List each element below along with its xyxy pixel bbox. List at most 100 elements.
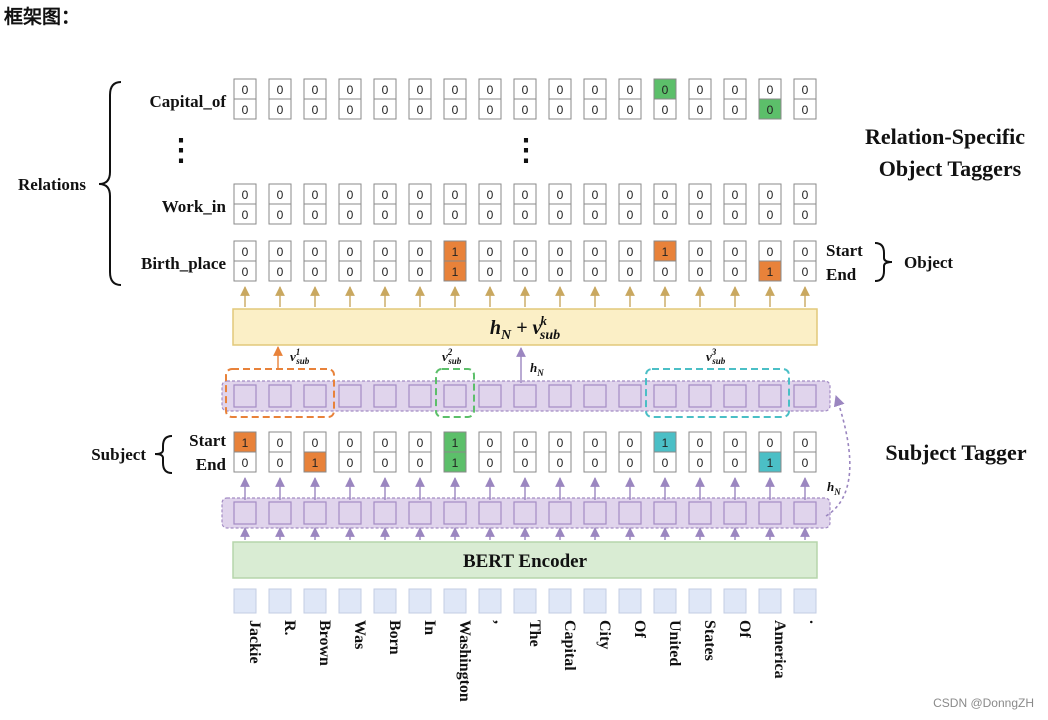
capital_of-end-value: 0 [487,103,494,117]
token-box [373,588,397,614]
work_in-end-value: 0 [242,208,249,222]
birth_place-end-cell [688,260,712,282]
capital_of-end-cell [793,98,817,120]
birth_place-end-cell [583,260,607,282]
capital_of-end-value: 0 [732,103,739,117]
capital_of-end-cell [408,98,432,120]
capital_of-end-value: 0 [417,103,424,117]
subject-start-value: 1 [662,436,669,450]
token-word: R. [281,620,298,636]
birth_place-end-value: 0 [627,265,634,279]
subject-feature-row-cell [268,384,292,408]
subject-feature-row-cell [478,384,502,408]
token-word: Was [351,620,368,649]
token-word: In [421,620,438,635]
capital_of-end-cell [548,98,572,120]
capital_of-start-value: 0 [697,83,704,97]
work_in-start-value: 0 [557,188,564,202]
subject-span-box-1 [225,368,335,418]
token-word: Born [386,620,403,655]
work_in-end-value: 0 [487,208,494,222]
subject-end-value: 0 [592,456,599,470]
work_in-end-value: 0 [347,208,354,222]
capital_of-end-cell [443,98,467,120]
capital_of-start-value: 0 [277,83,284,97]
encoder-output-row-cell [583,501,607,525]
work_in-start-value: 0 [312,188,319,202]
subject-end-cell [618,451,642,473]
subject-start-value: 0 [802,436,809,450]
capital_of-start-value: 0 [347,83,354,97]
encoder-output-row-cell [408,501,432,525]
subject-end-value: 0 [522,456,529,470]
object-taggers-title-line1: Relation-Specific [865,124,1025,149]
birth_place-end-cell [758,260,782,282]
birth_place-start-value: 0 [732,245,739,259]
capital_of-start-value: 0 [382,83,389,97]
capital_of-end-cell [268,98,292,120]
subject-end-value: 0 [662,456,669,470]
token-box [408,588,432,614]
birth_place-start-value: 0 [347,245,354,259]
work_in-start-value: 0 [417,188,424,202]
birth_place-end-cell [373,260,397,282]
encoder-output-row-cell [443,501,467,525]
subject-start-value: 0 [417,436,424,450]
capital_of-end-value: 0 [592,103,599,117]
subject-end-value: 0 [242,456,249,470]
capital_of-start-value: 0 [802,83,809,97]
encoder-output-row-cell [303,501,327,525]
work_in-end-value: 0 [592,208,599,222]
work_in-end-value: 0 [627,208,634,222]
capital_of-end-cell [618,98,642,120]
page-title: 框架图： [4,6,81,28]
subject-feature-row-cell [548,384,572,408]
subject-end-cell [373,451,397,473]
birth_place-end-value: 1 [767,265,774,279]
subject-start-value: 0 [592,436,599,450]
token-word: Brown [316,620,333,666]
encoder-output-row-cell [233,501,257,525]
token-box [513,588,537,614]
subject-end-value: 0 [557,456,564,470]
token-word: , [491,620,508,624]
work_in-end-cell [443,203,467,225]
capital_of-end-cell [583,98,607,120]
subject-end-value: 0 [277,456,284,470]
birth_place-end-value: 1 [452,265,459,279]
capital_of-end-value: 0 [627,103,634,117]
subject-feature-row-cell [793,384,817,408]
work_in-end-cell [758,203,782,225]
token-box [478,588,502,614]
capital-of-label: Capital_of [150,92,227,111]
subject-end-value: 0 [487,456,494,470]
birth_place-start-value: 0 [417,245,424,259]
encoder-output-row-cell [758,501,782,525]
birth_place-end-cell [513,260,537,282]
token-box [653,588,677,614]
subject-start-value: 0 [627,436,634,450]
birth_place-end-value: 0 [802,265,809,279]
capital_of-start-value: 0 [452,83,459,97]
work_in-start-value: 0 [732,188,739,202]
object-start-label: Start [826,241,863,260]
subject-end-cell [478,451,502,473]
subject-label: Subject [91,445,146,464]
birth_place-end-cell [548,260,572,282]
capital_of-end-value: 0 [767,103,774,117]
subject-feature-row-cell [513,384,537,408]
token-word: Capital [561,620,578,671]
birth_place-start-value: 0 [627,245,634,259]
subject-start-value: 0 [697,436,704,450]
birth_place-start-value: 1 [452,245,459,259]
subject-feature-row-cell [373,384,397,408]
encoder-output-row-cell [478,501,502,525]
hn-mid-annotation: hN [530,360,544,378]
birth_place-end-value: 0 [697,265,704,279]
subject-span-box-3 [645,368,790,418]
capital_of-end-cell [303,98,327,120]
work_in-end-cell [723,203,747,225]
fusion-bar [232,308,818,346]
birth_place-start-value: 0 [312,245,319,259]
